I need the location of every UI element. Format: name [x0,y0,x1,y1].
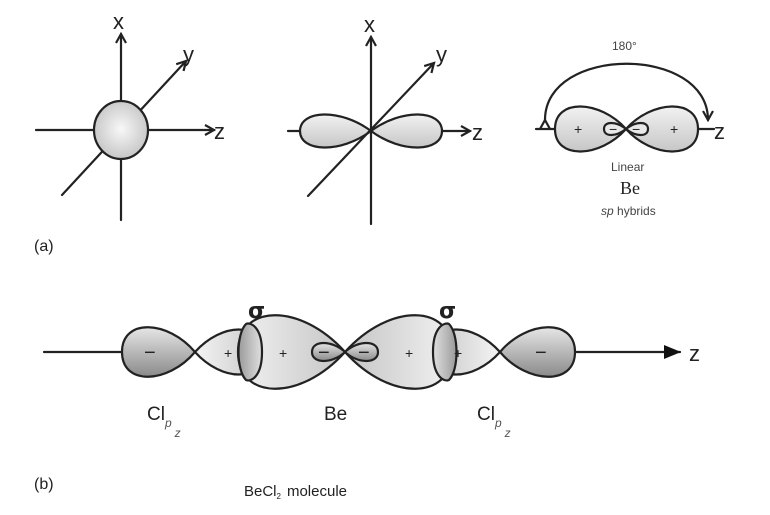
s-orbital-sphere [92,99,150,161]
be-minus-right-sign: − [358,342,370,364]
right-cl-subsub: z [504,426,511,440]
sign-minus-right: − [632,121,640,137]
be-label: Be [324,404,347,425]
x-axis-label: x [364,12,375,37]
be-small-lobe-left [310,341,347,363]
s-orbital-figure: x y z [34,9,225,222]
right-overlap-region [431,322,458,382]
right-cl-symbol: Cl [477,404,495,425]
y-axis-label: y [436,42,447,67]
becl2-caption: BeCl2 molecule [244,483,347,501]
sign-minus-left: − [609,121,617,137]
left-overlap-region [237,322,264,382]
left-cl-symbol: Cl [147,404,165,425]
left-cl-sub: p [164,416,172,430]
sp-hybrid-figure: 180° + + − − z Linear Be sp hybrids [534,39,725,218]
x-axis-label: x [113,9,124,34]
sign-plus-right: + [670,121,678,137]
left-cl-minus-sign: − [144,342,156,364]
sp-lobe-right [624,105,700,153]
right-cl-minus-lobe [498,326,577,378]
hybrid-label: sp hybrids [601,204,656,218]
right-cl-minus-sign: − [535,342,547,364]
left-cl-label: Clpz [147,404,181,440]
angle-arc-arrow [545,62,708,120]
sigma-bond-left-label: σ [248,299,265,324]
left-cl-minus-lobe [120,326,197,378]
p-lobe-left [298,113,373,149]
sp-small-lobe-right [624,121,650,137]
right-cl-label: Clpz [477,404,511,440]
be-minus-left-sign: − [318,342,330,364]
caption-sub: 2 [277,492,282,501]
sp-lobe-left [553,105,628,153]
z-axis-label: z [689,341,700,366]
caption-main: BeCl [244,483,277,500]
sp-small-lobe-left [602,121,628,137]
y-axis-label: y [183,42,194,67]
hybrid-label-sp: sp [601,204,614,218]
z-axis-label: z [714,119,725,144]
z-axis-label: z [214,119,225,144]
left-cl-subsub: z [174,426,181,440]
sign-plus-left: + [574,121,582,137]
sigma-bond-right-label: σ [439,299,456,324]
becl2-figure: z − + + − − + + − σ σ Clpz Be Clpz [42,299,700,440]
left-cl-plus-sign: + [224,345,232,361]
z-axis-label: z [472,120,483,145]
panel-b-label: (b) [34,476,54,493]
hybrid-label-rest: hybrids [614,204,656,218]
caption-rest: molecule [287,483,347,500]
y-axis [306,63,434,198]
geometry-label: Linear [611,160,644,174]
angle-label: 180° [612,39,637,53]
be-plus-left-sign: + [279,345,287,361]
right-cl-plus-sign: + [454,345,462,361]
p-orbital-figure: x y z [286,12,483,226]
right-cl-sub: p [494,416,502,430]
be-plus-right-sign: + [405,345,413,361]
atom-label: Be [620,178,640,198]
be-small-lobe-right [343,341,380,363]
panel-a-label: (a) [34,238,54,255]
